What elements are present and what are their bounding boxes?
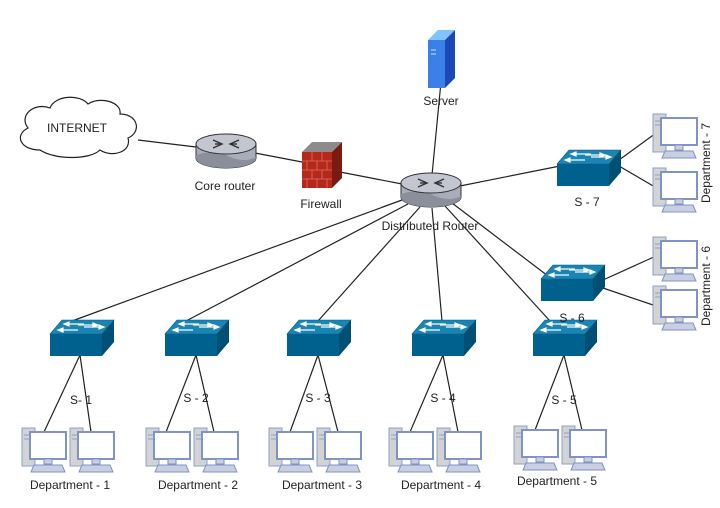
computer-icon xyxy=(652,236,698,282)
department-label: Department - 2 xyxy=(158,478,238,492)
link-router-s2 xyxy=(185,203,409,322)
switch-s3[interactable]: S - 3 xyxy=(286,319,352,405)
link-router-s3 xyxy=(317,206,421,322)
switch-icon xyxy=(411,319,477,357)
link-s3-pc2 xyxy=(317,354,339,433)
internet-cloud[interactable]: INTERNET xyxy=(19,96,137,159)
link-s3-pc1 xyxy=(289,354,319,433)
link-server-router xyxy=(431,81,442,176)
switch-icon xyxy=(532,319,598,357)
department-label: Department - 6 xyxy=(699,246,713,326)
computer-icon xyxy=(652,167,698,213)
computer-icon xyxy=(69,427,115,473)
firewall-label: Firewall xyxy=(300,197,341,211)
switch-label: S - 3 xyxy=(305,391,331,405)
server-icon xyxy=(428,30,455,88)
switch-label: S - 4 xyxy=(430,391,456,405)
link-router-s1 xyxy=(71,199,403,322)
link-s4-pc2 xyxy=(442,354,459,433)
link-firewall-router xyxy=(339,171,403,185)
computer-icon xyxy=(268,427,314,473)
switch-label: S- 1 xyxy=(70,393,92,407)
computer-icon xyxy=(316,427,362,473)
computer-icon xyxy=(193,427,239,473)
switch-label: S - 7 xyxy=(574,195,600,209)
cloud-icon xyxy=(19,96,137,159)
link-s7-pc1 xyxy=(618,132,657,161)
server[interactable]: Server xyxy=(423,30,459,108)
server-label: Server xyxy=(423,94,458,108)
firewall[interactable]: Firewall xyxy=(300,142,342,211)
link-s6-pc2 xyxy=(602,287,657,307)
department-label: Department - 3 xyxy=(282,478,362,492)
department-5[interactable]: Department - 5 xyxy=(513,425,607,488)
link-s6-pc1 xyxy=(602,255,657,281)
link-s2-pc2 xyxy=(195,354,215,433)
switch-icon xyxy=(286,319,352,357)
computer-icon xyxy=(652,285,698,331)
core-router-label: Core router xyxy=(195,179,256,193)
computer-icon xyxy=(561,425,607,471)
switch-label: S - 2 xyxy=(183,391,209,405)
department-label: Department - 7 xyxy=(699,123,713,203)
switch-icon xyxy=(164,319,230,357)
link-router-s7 xyxy=(459,165,561,187)
distributed-router-label: Distributed Router xyxy=(382,219,479,233)
link-s1-pc2 xyxy=(79,354,92,433)
department-2[interactable]: Department - 2 xyxy=(145,427,239,492)
switch-icon xyxy=(49,319,115,357)
link-s1-pc1 xyxy=(43,354,81,433)
distributed-router[interactable]: Distributed Router xyxy=(382,172,479,233)
router-icon xyxy=(195,133,257,169)
link-internet-core xyxy=(137,139,197,148)
computer-icon xyxy=(652,113,698,159)
link-router-s4 xyxy=(431,207,443,322)
computer-icon xyxy=(388,427,434,473)
department-4[interactable]: Department - 4 xyxy=(388,427,482,492)
department-1[interactable]: Department - 1 xyxy=(21,427,115,492)
links xyxy=(43,81,661,433)
link-s4-pc1 xyxy=(409,354,444,433)
switch-label: S - 6 xyxy=(559,311,585,325)
switch-icon xyxy=(556,149,622,187)
link-router-s6 xyxy=(451,202,549,277)
computer-icon xyxy=(21,427,67,473)
computer-icon xyxy=(436,427,482,473)
switch-s2[interactable]: S - 2 xyxy=(164,319,230,405)
switch-s5[interactable]: S - 5 xyxy=(532,319,598,407)
department-7[interactable]: Department - 7 xyxy=(652,113,713,213)
computer-icon xyxy=(145,427,191,473)
switch-s7[interactable]: S - 7 xyxy=(556,149,622,209)
router-icon xyxy=(400,172,462,208)
department-6[interactable]: Department - 6 xyxy=(652,236,713,331)
link-s5-pc2 xyxy=(563,354,583,431)
core-router[interactable]: Core router xyxy=(195,133,257,193)
switch-s1[interactable]: S- 1 xyxy=(49,319,115,407)
link-router-s5 xyxy=(444,205,551,322)
department-label: Department - 1 xyxy=(30,478,110,492)
switch-s6[interactable]: S - 6 xyxy=(540,264,606,325)
link-s2-pc1 xyxy=(165,354,197,433)
switch-s4[interactable]: S - 4 xyxy=(411,319,477,405)
link-s5-pc1 xyxy=(534,354,565,431)
department-label: Department - 5 xyxy=(517,474,597,488)
link-core-firewall xyxy=(254,152,303,163)
computer-icon xyxy=(513,425,559,471)
switch-icon xyxy=(540,264,606,302)
switch-label: S - 5 xyxy=(551,393,577,407)
department-3[interactable]: Department - 3 xyxy=(268,427,362,492)
department-label: Department - 4 xyxy=(401,478,481,492)
internet-label: INTERNET xyxy=(47,121,108,135)
firewall-icon xyxy=(302,142,342,188)
